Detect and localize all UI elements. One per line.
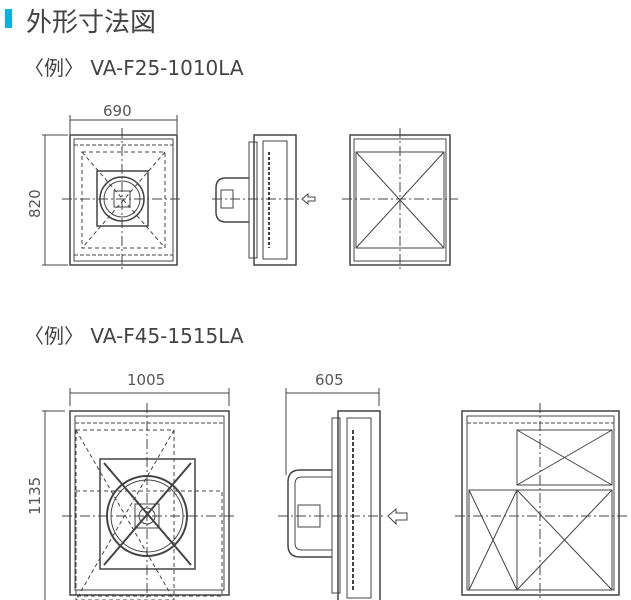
- example-1-front-view: 690 820: [26, 102, 182, 272]
- example-2-side-view: 605: [278, 371, 408, 600]
- page-title: 外形寸法図: [26, 8, 157, 38]
- airflow-arrow-icon: [301, 192, 316, 206]
- airflow-arrow-icon: [387, 507, 408, 526]
- example-2-label: 〈例〉 VA-F45-1515LA: [24, 324, 244, 348]
- example-1-side-view: [212, 134, 316, 266]
- dim-height-2: 1135: [26, 477, 44, 515]
- dim-height-1: 820: [26, 189, 44, 218]
- dim-width-1: 690: [103, 102, 132, 120]
- example-2-rear-view: [455, 403, 628, 600]
- dim-width-2: 1005: [127, 371, 165, 389]
- heading-accent-bar: [5, 9, 12, 28]
- example-1-rear-view: [342, 128, 458, 272]
- example-1-label: 〈例〉 VA-F25-1010LA: [24, 56, 244, 80]
- example-2-front-view: 1005 1135: [26, 371, 236, 600]
- dim-depth-2: 605: [315, 371, 344, 389]
